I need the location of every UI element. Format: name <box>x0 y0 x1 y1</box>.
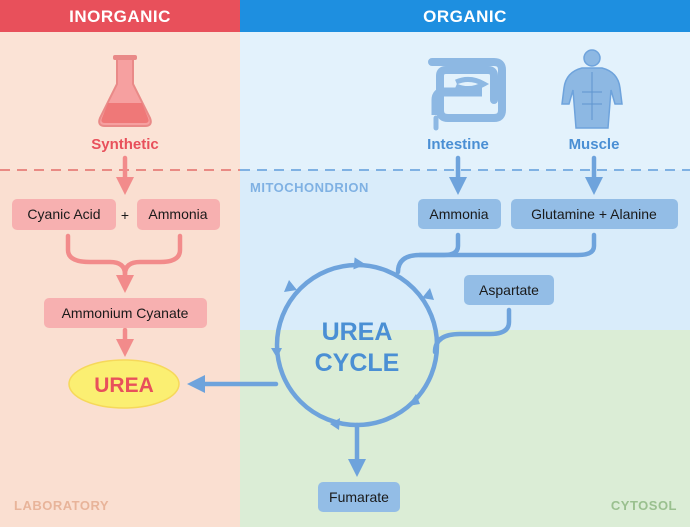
laboratory-label: LABORATORY <box>14 498 109 513</box>
aspartate-line <box>432 307 512 355</box>
ammonium-cyanate-box <box>44 298 207 328</box>
organic-header-bar <box>240 0 690 32</box>
ammonia-org-text: Ammonia <box>429 206 488 222</box>
cytosol-label: CYTOSOL <box>611 498 677 513</box>
aspartate-box <box>464 275 554 305</box>
cyanic-acid-box <box>12 199 116 230</box>
red-arrows <box>65 155 183 357</box>
flask-icon <box>98 55 152 127</box>
urea-ellipse <box>68 359 180 409</box>
glutamine-alanine-box <box>511 199 678 229</box>
ammonium-cyanate-text: Ammonium Cyanate <box>62 305 189 321</box>
merge-lines <box>395 232 597 275</box>
muscle-label: Muscle <box>569 136 620 153</box>
aspartate-text: Aspartate <box>479 282 539 298</box>
ammonia-org-box <box>418 199 501 229</box>
cytosol-panel <box>240 330 690 527</box>
plus-sign: + <box>121 207 129 223</box>
organic-header: ORGANIC <box>423 7 507 26</box>
glutamine-alanine-text: Glutamine + Alanine <box>531 206 657 222</box>
fumarate-box <box>318 482 400 512</box>
cycle-title-line1: UREA <box>322 318 393 346</box>
urea-text: UREA <box>94 374 154 397</box>
cycle-title-line2: CYCLE <box>315 349 400 377</box>
mitochondrion-label: MITOCHONDRION <box>250 180 369 195</box>
ammonia-lab-box <box>137 199 220 230</box>
inorganic-header-bar <box>0 0 240 32</box>
inorganic-header: INORGANIC <box>69 7 171 26</box>
blue-source-arrows <box>449 155 603 195</box>
muscle-body-icon <box>561 49 623 129</box>
intestine-icon <box>428 58 506 131</box>
mitochondrion-lower <box>240 170 690 332</box>
synthetic-label: Synthetic <box>91 136 159 153</box>
ammonia-lab-text: Ammonia <box>148 206 207 222</box>
cycle-arrowheads <box>271 257 434 430</box>
cyanic-acid-text: Cyanic Acid <box>27 206 100 222</box>
intestine-label: Intestine <box>427 136 489 153</box>
fumarate-text: Fumarate <box>329 489 389 505</box>
